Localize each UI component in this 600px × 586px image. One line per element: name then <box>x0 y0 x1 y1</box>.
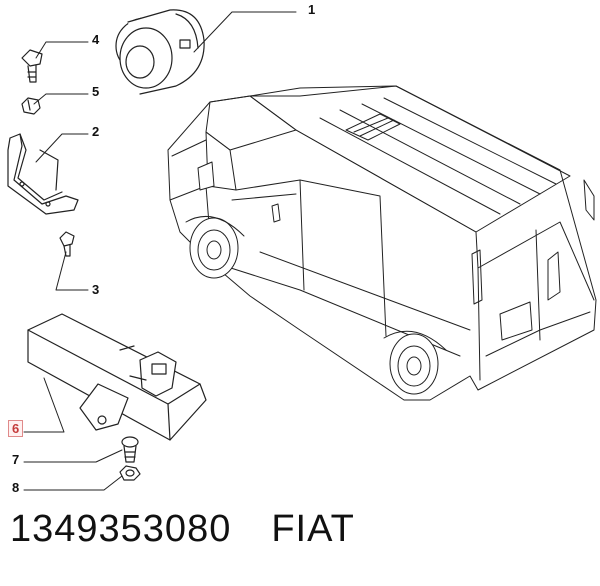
part-4-bolt-drawing <box>21 49 43 83</box>
part-3-bolt-drawing <box>59 231 75 257</box>
brand-name: FIAT <box>271 508 355 550</box>
callout-7[interactable]: 7 <box>12 452 20 467</box>
part-8-nut-drawing <box>119 465 141 481</box>
part-6-control-unit-drawing <box>27 313 207 441</box>
callout-6-highlighted[interactable]: 6 <box>8 420 24 437</box>
part-5-nut-drawing <box>21 97 41 115</box>
callout-8[interactable]: 8 <box>12 480 20 495</box>
part-2-bracket-drawing <box>7 133 79 215</box>
callout-2[interactable]: 2 <box>92 124 100 139</box>
part-7-screw-drawing <box>121 436 139 463</box>
part-1-module-drawing <box>115 9 205 95</box>
leader-lines <box>23 11 297 491</box>
van-drawing <box>167 85 597 401</box>
callout-5[interactable]: 5 <box>92 84 100 99</box>
callout-4[interactable]: 4 <box>92 32 100 47</box>
callout-3[interactable]: 3 <box>92 282 100 297</box>
part-number: 1349353080 <box>10 508 232 550</box>
callout-1[interactable]: 1 <box>308 2 316 17</box>
footer: 1349353080 FIAT <box>10 508 355 551</box>
